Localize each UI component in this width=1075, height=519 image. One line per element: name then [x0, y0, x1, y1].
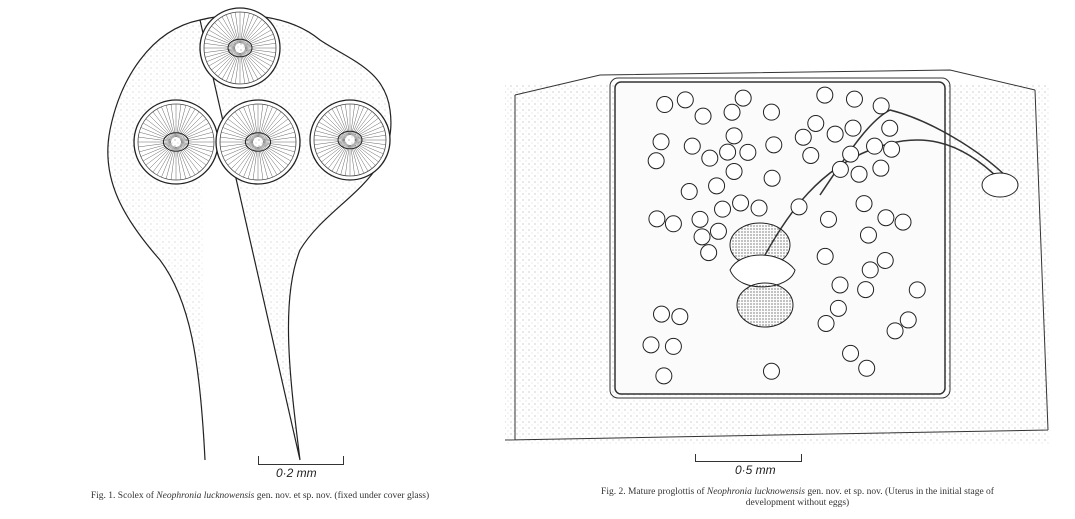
- figure-1-caption: Fig. 1. Scolex of Neophronia lucknowensi…: [20, 491, 500, 502]
- testis: [709, 222, 727, 240]
- testis: [842, 145, 860, 163]
- testis: [664, 337, 682, 355]
- caption-prefix: Fig. 1. Scolex of: [90, 491, 154, 501]
- proglottis-drawing: [504, 69, 1050, 445]
- scale-bar-1: [258, 456, 344, 465]
- testis: [899, 311, 917, 329]
- caption-prefix: Fig. 2. Mature proglottis of: [601, 487, 705, 497]
- testis: [831, 276, 849, 294]
- testis: [845, 90, 863, 108]
- testis: [881, 119, 899, 137]
- testis: [680, 183, 698, 201]
- caption-species: Neophronia lucknowensis: [156, 491, 255, 501]
- testis: [642, 336, 660, 354]
- testis: [807, 114, 825, 132]
- testis: [866, 137, 884, 155]
- testis: [872, 97, 890, 115]
- testis: [676, 91, 694, 109]
- testis: [861, 261, 879, 279]
- testis: [816, 247, 834, 265]
- testis: [725, 127, 743, 145]
- vitelline-gland: [736, 282, 794, 328]
- testis: [694, 107, 712, 125]
- caption-line2: development without eggs): [745, 498, 850, 508]
- testis: [877, 209, 895, 227]
- testis: [648, 210, 666, 228]
- figure-1-scolex: 0·2 mm Fig. 1. Scolex of Neophronia luck…: [0, 0, 500, 501]
- testis: [762, 103, 780, 121]
- testis: [886, 322, 904, 340]
- testis: [725, 162, 743, 180]
- scale-label-2: 0·5 mm: [735, 463, 776, 477]
- testis: [671, 308, 689, 326]
- testis: [876, 251, 894, 269]
- testis: [683, 137, 701, 155]
- testis: [855, 195, 873, 213]
- testis: [701, 149, 719, 167]
- testis: [831, 160, 849, 178]
- testis: [826, 125, 844, 143]
- testis: [842, 344, 860, 362]
- testis: [653, 305, 671, 323]
- testis: [732, 194, 750, 212]
- testis: [664, 215, 682, 233]
- testis: [750, 199, 768, 217]
- testis: [700, 244, 718, 262]
- testis: [850, 165, 868, 183]
- scolex-drawing: [107, 7, 392, 461]
- testis: [647, 152, 665, 170]
- testis: [859, 226, 877, 244]
- testis: [844, 119, 862, 137]
- caption-suffix: gen. nov. et sp. nov. (Uterus in the ini…: [807, 487, 994, 497]
- sucker: [215, 99, 301, 185]
- testis: [872, 159, 890, 177]
- testis: [765, 136, 783, 154]
- testis: [708, 177, 726, 195]
- caption-suffix: gen. nov. et sp. nov. (fixed under cover…: [256, 491, 430, 501]
- testis: [763, 169, 781, 187]
- testis: [652, 133, 670, 151]
- testis: [817, 314, 835, 332]
- testis: [723, 103, 741, 121]
- testis: [655, 367, 673, 385]
- testis: [820, 210, 838, 228]
- testis: [816, 86, 834, 104]
- testis: [857, 281, 875, 299]
- cirrus-pouch: [981, 172, 1019, 198]
- segment-borders: [504, 69, 1049, 441]
- testis: [693, 228, 711, 246]
- testis: [790, 198, 808, 216]
- testis: [908, 281, 926, 299]
- testis: [894, 213, 912, 231]
- sucker: [199, 7, 281, 89]
- testis: [858, 359, 876, 377]
- scale-label-1: 0·2 mm: [276, 466, 317, 480]
- testis: [802, 147, 820, 165]
- testis: [691, 210, 709, 228]
- figure-2-caption: Fig. 2. Mature proglottis of Neophronia …: [520, 487, 1075, 509]
- testis: [719, 143, 737, 161]
- testis: [739, 143, 757, 161]
- testis: [714, 200, 732, 218]
- testis: [829, 299, 847, 317]
- testis: [734, 89, 752, 107]
- sucker: [309, 99, 391, 181]
- uterus: [729, 254, 796, 288]
- testis: [656, 96, 674, 114]
- caption-species: Neophronia lucknowensis: [706, 487, 805, 497]
- scale-bar-2: [695, 454, 802, 462]
- testis: [883, 140, 901, 158]
- testis: [762, 362, 780, 380]
- testis: [794, 128, 812, 146]
